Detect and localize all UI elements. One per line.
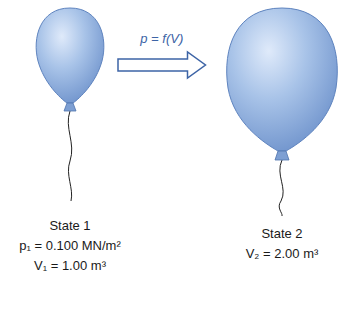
- balloon-state: State 1p₁ = 0.100 MN/m²V₁ = 1.00 m³: [15, 3, 125, 276]
- balloon-state: State 2V₂ = 2.00 m³: [216, 3, 349, 264]
- state-value: V₂ = 2.00 m³: [216, 244, 349, 264]
- state-text-block: State 2V₂ = 2.00 m³: [216, 224, 349, 264]
- balloon-illustration: [30, 3, 110, 208]
- balloon-string: [279, 160, 283, 216]
- state-value: p₁ = 0.100 MN/m²: [15, 236, 125, 256]
- balloon-knot: [64, 103, 76, 111]
- balloon-illustration: [220, 3, 345, 218]
- state-value: V₁ = 1.00 m³: [15, 256, 125, 276]
- balloon-body: [226, 8, 337, 151]
- balloon-knot: [275, 151, 289, 160]
- process-arrow: [118, 52, 206, 78]
- process-label: p = f(V): [140, 31, 183, 46]
- balloon-body: [36, 8, 104, 103]
- state-heading: State 2: [216, 224, 349, 244]
- state-text-block: State 1p₁ = 0.100 MN/m²V₁ = 1.00 m³: [15, 216, 125, 276]
- state-heading: State 1: [15, 216, 125, 236]
- balloon-string: [68, 111, 71, 201]
